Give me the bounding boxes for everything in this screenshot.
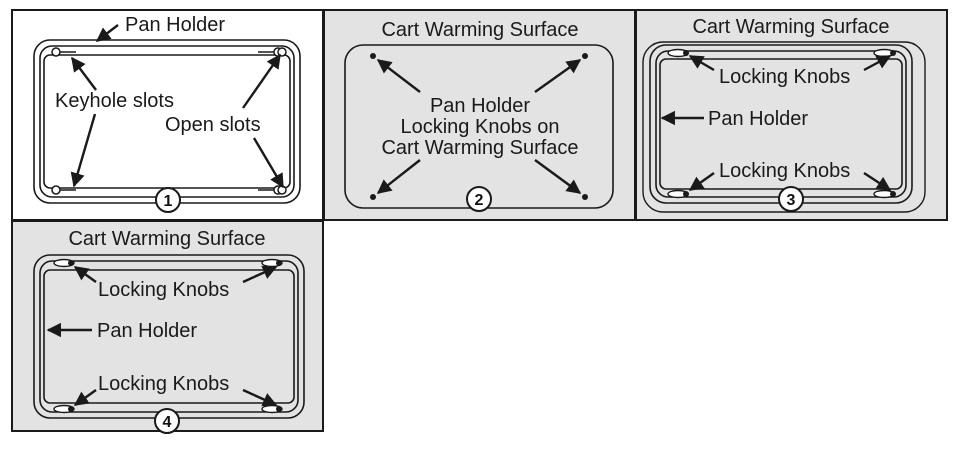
open-slot-arrow-top — [242, 53, 281, 109]
step-badge — [466, 186, 492, 212]
surface-title: Cart Warming Surface — [381, 19, 578, 41]
panel-1: Pan Holder Keyhole slots Open slots 1 — [11, 9, 324, 221]
surface-title: Cart Warming Surface — [68, 228, 265, 250]
step-badge — [154, 408, 180, 434]
step-badge — [155, 187, 181, 213]
knob-arrow-bottom-right — [863, 171, 892, 192]
step-number: 3 — [787, 192, 796, 209]
caption-line-1: Pan Holder — [430, 95, 530, 117]
knob-arrow-bottom-left — [73, 389, 97, 406]
step-number: 1 — [164, 193, 173, 210]
knob-arrow-bottom-left — [376, 159, 421, 194]
keyhole-arrow-top — [71, 56, 97, 91]
locking-knobs-top-label: Locking Knobs — [98, 279, 229, 301]
locking-knob-icon — [68, 260, 282, 412]
keyhole-arrow-bottom — [70, 113, 97, 188]
step-number: 2 — [475, 192, 484, 209]
knob-arrow-bottom-right — [534, 159, 582, 194]
knob-arrow-top-left — [688, 54, 715, 72]
keyhole-slot-icon — [667, 48, 895, 199]
locking-knobs-top-label: Locking Knobs — [719, 66, 850, 88]
locking-knob-icon — [370, 53, 588, 200]
open-slots-label: Open slots — [165, 114, 261, 136]
warming-surface-outline — [642, 41, 926, 213]
keyhole-slots-label: Keyhole slots — [55, 90, 174, 112]
pan-holder-label: Pan Holder — [125, 14, 225, 36]
step-number: 4 — [163, 414, 172, 431]
locking-knobs-bottom-label: Locking Knobs — [719, 160, 850, 182]
pan-holder-label: Pan Holder — [708, 108, 808, 130]
pan-holder-arrow — [95, 24, 119, 42]
knob-arrow-top-right — [863, 54, 892, 72]
knob-arrow-top-right — [534, 59, 582, 93]
open-slot-arrow-bottom — [252, 137, 285, 189]
knob-arrow-top-left — [376, 59, 421, 93]
keyhole-slot-icon — [51, 47, 76, 195]
panel-2: Cart Warming Surface Pan Holder Locking … — [323, 9, 636, 221]
knob-arrow-bottom-left — [688, 172, 715, 191]
locking-knobs-bottom-label: Locking Knobs — [98, 373, 229, 395]
surface-title: Cart Warming Surface — [692, 16, 889, 38]
locking-knob-icon — [683, 50, 896, 197]
knob-arrow-top-left — [73, 266, 97, 283]
knob-arrow-top-right — [242, 265, 278, 284]
panel-3: Cart Warming Surface Locking Knobs Pan H… — [635, 9, 948, 221]
panel-4: Cart Warming Surface Locking Knobs Pan H… — [11, 220, 324, 434]
caption-line-2: Locking Knobs on — [400, 116, 559, 138]
caption-line-3: Cart Warming Surface — [381, 137, 578, 159]
knob-arrow-bottom-right — [242, 388, 278, 407]
pan-holder-label: Pan Holder — [97, 320, 197, 342]
step-badge — [778, 186, 804, 212]
